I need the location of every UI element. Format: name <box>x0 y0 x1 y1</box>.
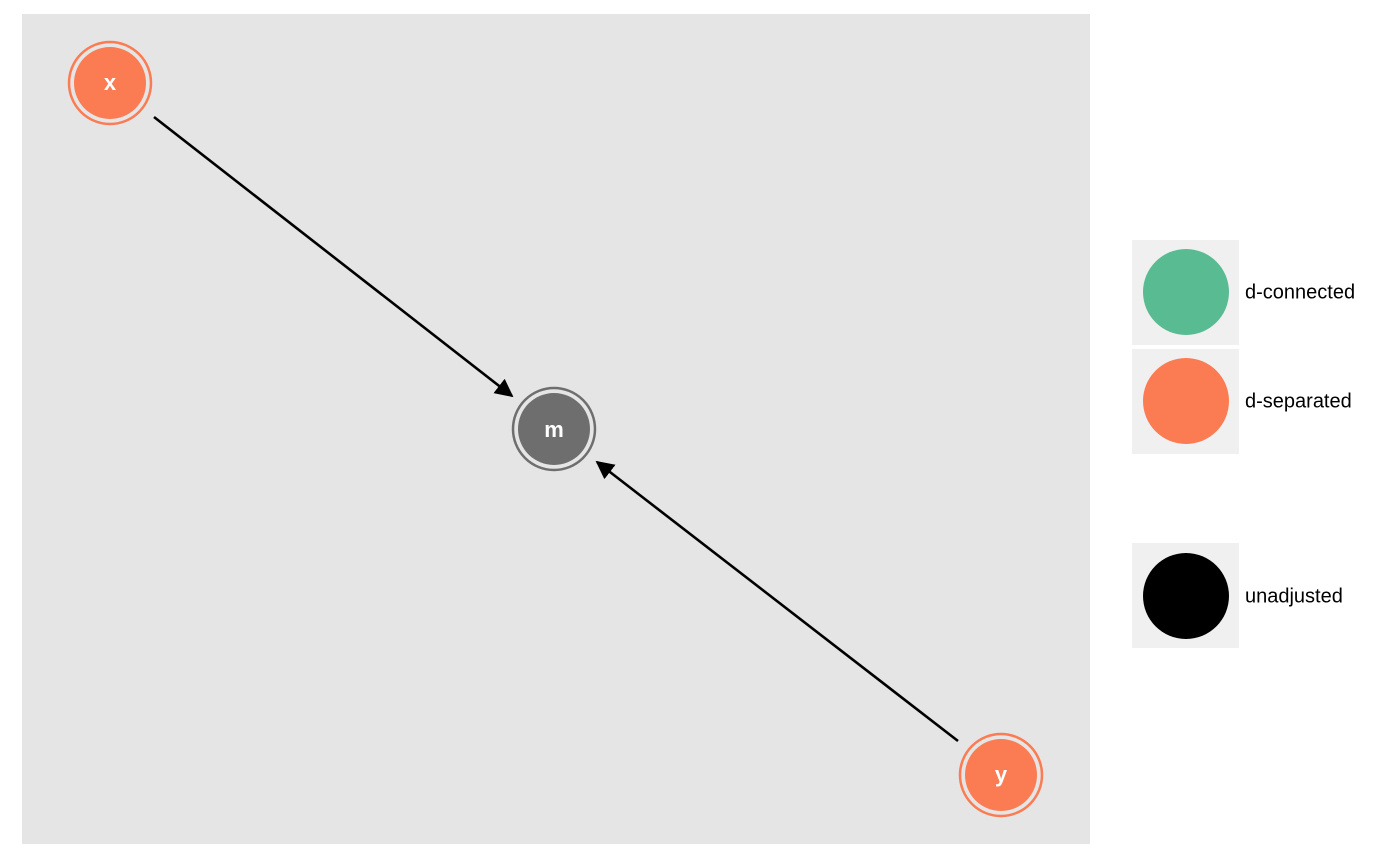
legend-key-d-connected-swatch <box>1143 249 1229 335</box>
node-x: x <box>67 40 153 126</box>
legend-label-unadjusted: unadjusted <box>1245 585 1343 607</box>
node-y: y <box>958 732 1044 818</box>
edge-x-to-m <box>153 115 514 398</box>
edges <box>153 115 959 743</box>
legend-adjustment: unadjusted <box>1132 543 1343 648</box>
node-m-circle <box>518 393 590 465</box>
node-x-label: x <box>104 70 117 95</box>
legend-key-unadjusted-swatch <box>1143 553 1229 639</box>
node-m-label: m <box>544 417 564 442</box>
legend: d-connected d-separated unadjusted <box>1132 240 1355 648</box>
node-y-ring <box>958 732 1044 818</box>
legend-key-d-separated-swatch <box>1143 358 1229 444</box>
node-m-ring <box>511 386 597 472</box>
node-y-label: y <box>995 762 1008 787</box>
node-m: m <box>511 386 597 472</box>
edge-y-to-m <box>595 460 959 743</box>
node-x-ring <box>67 40 153 126</box>
node-y-circle <box>965 739 1037 811</box>
node-x-circle <box>74 47 146 119</box>
legend-label-d-connected: d-connected <box>1245 281 1355 303</box>
legend-label-d-separated: d-separated <box>1245 390 1352 412</box>
legend-status: d-connected d-separated <box>1132 240 1355 454</box>
